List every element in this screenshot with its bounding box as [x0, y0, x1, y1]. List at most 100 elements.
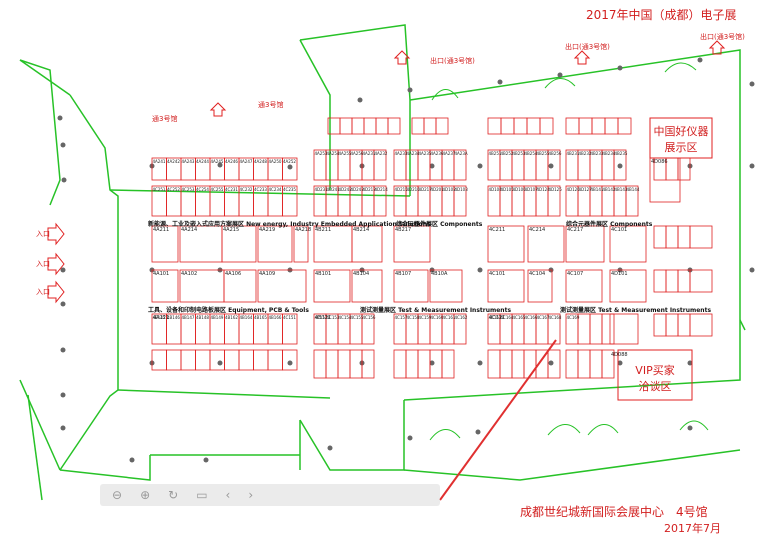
booth	[393, 349, 407, 379]
booth-number: 4C164	[500, 315, 514, 320]
booth-number: 4A236	[430, 151, 444, 156]
booth	[224, 349, 240, 371]
fit-icon[interactable]: ▭	[196, 488, 208, 502]
booth-number: 4A242	[167, 159, 180, 164]
zoom-in-icon[interactable]: ⊕	[140, 488, 151, 502]
booth-number: 4A255	[338, 151, 352, 156]
booth	[293, 225, 309, 263]
booth-number: 4C154	[338, 315, 352, 320]
rotate-icon[interactable]: ↻	[168, 488, 179, 502]
booth	[405, 349, 419, 379]
booth	[577, 313, 591, 345]
booth-blocks	[151, 117, 713, 379]
booth	[282, 349, 298, 371]
booth-number: 4A233	[394, 151, 408, 156]
booth-number: 4B211	[315, 227, 332, 233]
booth	[387, 117, 401, 135]
booth	[195, 349, 211, 371]
booth	[313, 349, 327, 379]
booth-number: 4C167	[536, 315, 550, 320]
booth-number: 4D086	[651, 159, 668, 165]
booth-number: 4B165	[254, 315, 267, 320]
booth-number: 4B231	[566, 151, 580, 156]
booth-number: 4B10A	[431, 271, 448, 277]
booth-number: 4A218	[295, 227, 312, 233]
booth-number: 4D217	[418, 187, 432, 192]
booth-number: 4D101	[611, 271, 628, 277]
booth-number: 4A231	[362, 151, 376, 156]
exit-arrows	[209, 40, 726, 117]
booth	[565, 117, 580, 135]
booth	[577, 349, 591, 379]
booth-number: 4C151	[283, 315, 296, 320]
booth-number: 4B232	[578, 151, 592, 156]
exit-label: 出口(通3号馆)	[700, 33, 745, 41]
booth-number: 4D125	[548, 187, 562, 192]
booth-number: 4A219	[259, 227, 276, 233]
section-label: 综合元器件展区 Components	[396, 221, 483, 228]
booth-number: 4C217	[567, 227, 584, 233]
booth-number: 4C156	[362, 315, 376, 320]
booth-number: 4B162	[225, 315, 238, 320]
booth	[453, 149, 467, 181]
booth	[417, 349, 431, 379]
booth	[393, 269, 429, 303]
booth-number: 4B233	[590, 151, 604, 156]
booth	[487, 117, 502, 135]
booth-number: 4D106	[512, 187, 526, 192]
booth	[313, 269, 351, 303]
booth	[435, 117, 449, 135]
booth-number: 4B251	[488, 151, 502, 156]
booth	[180, 349, 196, 371]
booth	[665, 225, 679, 249]
booth-number: 4B256	[548, 151, 562, 156]
booth-number: 4C152	[314, 315, 328, 320]
booth-number: 4D105	[500, 187, 514, 192]
booth-number: 4C214	[529, 227, 546, 233]
booth-number: 4A248	[254, 159, 267, 164]
booth-number: 4C159	[418, 315, 432, 320]
booth	[373, 185, 387, 217]
booth-number: 4C101	[489, 271, 506, 277]
booth	[363, 117, 377, 135]
booth-number: 4C160	[430, 315, 444, 320]
booth-number: 4D127	[578, 187, 592, 192]
next-icon[interactable]: ›	[248, 488, 254, 502]
booth	[665, 269, 679, 293]
booth-number: 4A101	[153, 271, 170, 277]
booth	[665, 157, 679, 181]
booth-number: 4B253	[512, 151, 526, 156]
booth	[209, 349, 225, 371]
booth	[487, 269, 525, 303]
booth	[653, 269, 667, 293]
booth	[487, 349, 501, 379]
booth	[441, 349, 455, 379]
booth	[151, 225, 179, 263]
booth	[282, 313, 298, 345]
instrument-zone-title: 中国好仪器 展示区	[653, 125, 709, 154]
booth-number: 4C234	[268, 187, 282, 192]
section-label: 新能源、工业及嵌入式应用方案展区 New energy, Industry Em…	[148, 221, 431, 228]
venue-label: 成都世纪城新国际会展中心 4号馆	[520, 505, 708, 519]
prev-icon[interactable]: ‹	[225, 488, 231, 502]
booth-number: 4C233	[254, 187, 267, 192]
page-title: 2017年中国（成都）电子展	[586, 8, 737, 22]
viewer-toolbar[interactable]: ⊖ ⊕ ↻ ▭ ‹ ›	[100, 484, 440, 506]
exit-label: 出口(通3号馆)	[430, 57, 475, 65]
booth-number: 4C104	[529, 271, 546, 277]
booth	[578, 117, 593, 135]
vip-zone-box	[617, 349, 693, 401]
passage-label: 通3号馆	[152, 115, 178, 123]
zoom-out-icon[interactable]: ⊖	[112, 488, 123, 502]
booth	[539, 117, 554, 135]
booth-number: 4A211	[153, 227, 170, 233]
booth	[351, 117, 365, 135]
booth-number: 4C107	[567, 271, 584, 277]
booth-number: 4A245	[210, 159, 224, 164]
booth-number: 4D242	[338, 187, 352, 192]
booth-number: 4B107	[395, 271, 412, 277]
booth-number: 4B142	[602, 187, 616, 192]
booth-number: 4B141	[590, 187, 604, 192]
booth	[609, 225, 647, 263]
